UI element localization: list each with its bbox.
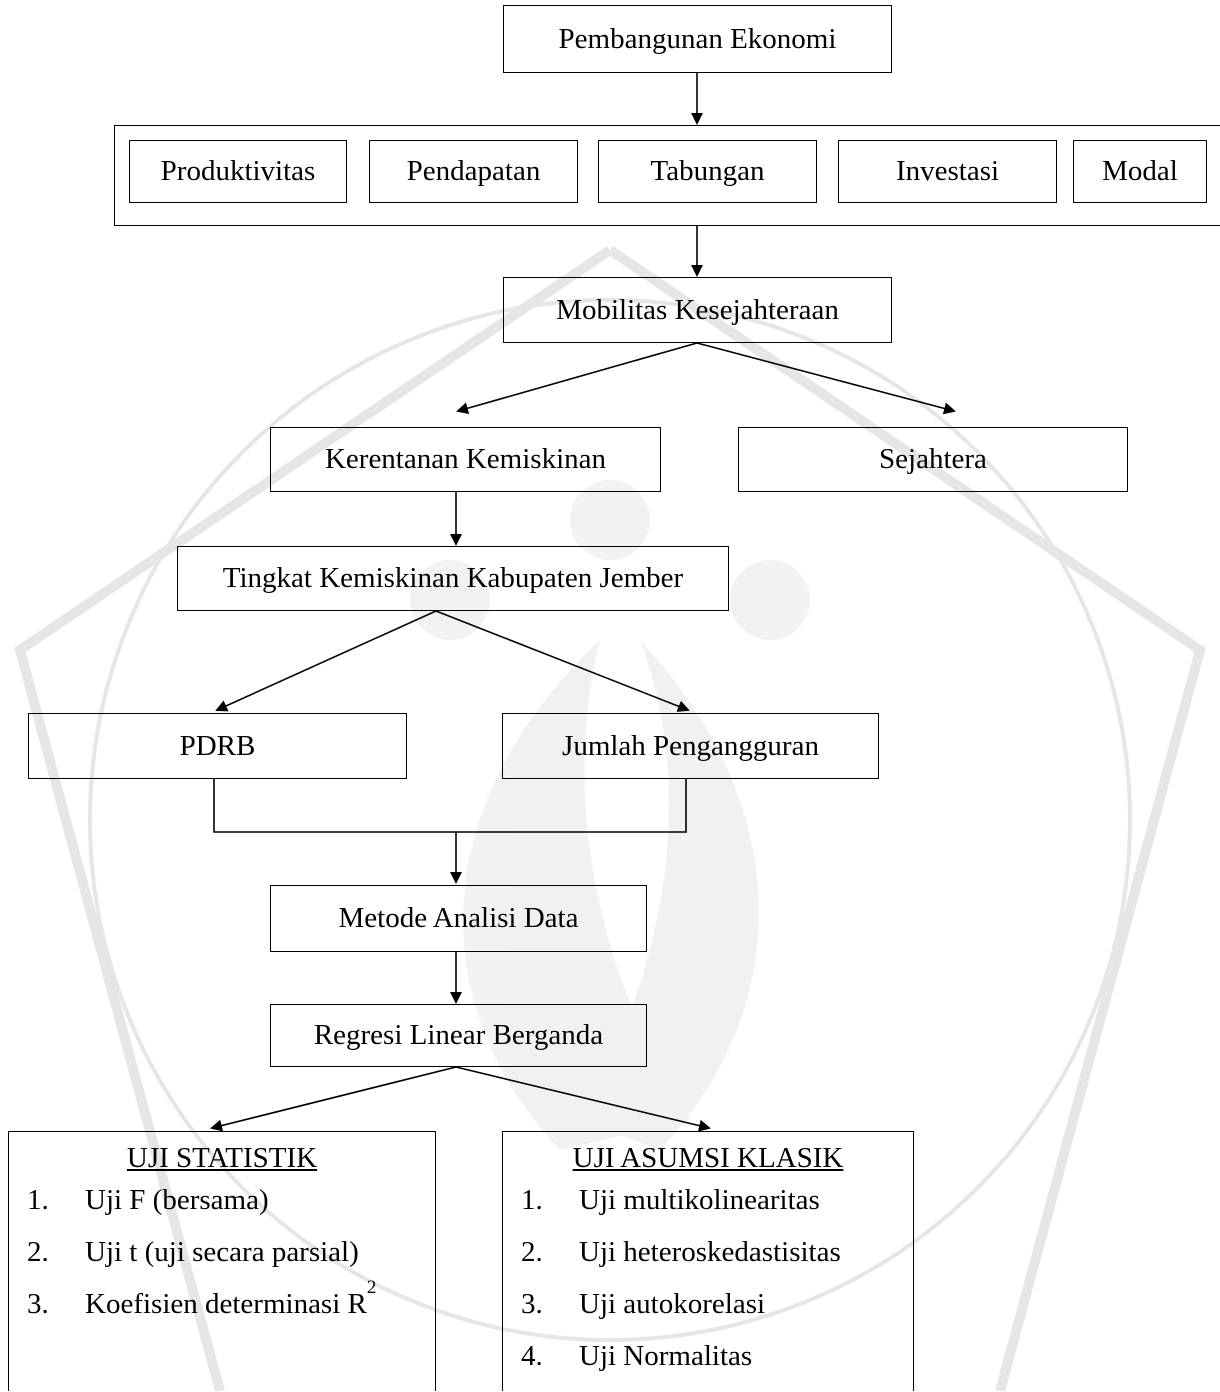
list-item: 2.Uji heteroskedastisitas: [521, 1236, 841, 1268]
poverty-level-label: Tingkat Kemiskinan Kabupaten Jember: [222, 562, 684, 594]
factor-capital-label: Modal: [1102, 155, 1178, 187]
list-item: 1.Uji multikolinearitas: [521, 1184, 820, 1216]
factor-investment-label: Investasi: [895, 155, 1000, 187]
statistical-test-list: 1.Uji F (bersama) 2.Uji t (uji secara pa…: [27, 1184, 376, 1340]
list-item: 4.Uji Normalitas: [521, 1340, 753, 1372]
poverty-vulnerability-box: Kerentanan Kemiskinan: [270, 427, 661, 492]
pdrb-label: PDRB: [179, 729, 256, 762]
analysis-method-box: Metode Analisi Data: [270, 885, 647, 952]
unemployment-box: Jumlah Pengangguran: [502, 713, 879, 779]
economic-development-label: Pembangunan Ekonomi: [558, 22, 837, 55]
classic-assumption-title: UJI ASUMSI KLASIK: [572, 1142, 844, 1174]
regression-box: Regresi Linear Berganda: [270, 1004, 647, 1067]
welfare-mobility-box: Mobilitas Kesejahteraan: [503, 277, 892, 343]
prosperous-box: Sejahtera: [738, 427, 1128, 492]
regression-label: Regresi Linear Berganda: [313, 1019, 604, 1051]
factors-group: [114, 125, 1220, 226]
classic-assumption-panel: UJI ASUMSI KLASIK 1.Uji multikolinearita…: [502, 1131, 914, 1391]
factor-savings-label: Tabungan: [650, 155, 765, 187]
factor-investment-box: Investasi: [838, 140, 1057, 203]
statistical-test-panel: UJI STATISTIK 1.Uji F (bersama) 2.Uji t …: [8, 1131, 436, 1391]
poverty-level-box: Tingkat Kemiskinan Kabupaten Jember: [177, 546, 729, 611]
factor-income-label: Pendapatan: [406, 155, 541, 187]
unemployment-label: Jumlah Pengangguran: [562, 729, 819, 762]
economic-development-box: Pembangunan Ekonomi: [503, 5, 892, 73]
statistical-test-title: UJI STATISTIK: [126, 1142, 318, 1174]
analysis-method-label: Metode Analisi Data: [338, 902, 579, 934]
factor-capital-box: Modal: [1073, 140, 1207, 203]
list-item: 3.Uji autokorelasi: [521, 1288, 766, 1320]
factor-productivity-label: Produktivitas: [160, 155, 316, 187]
factor-savings-box: Tabungan: [598, 140, 817, 203]
pdrb-box: PDRB: [28, 713, 407, 779]
classic-assumption-list: 1.Uji multikolinearitas 2.Uji heterosked…: [521, 1184, 841, 1392]
poverty-vulnerability-label: Kerentanan Kemiskinan: [324, 443, 607, 475]
welfare-mobility-label: Mobilitas Kesejahteraan: [556, 293, 839, 326]
list-item: 1.Uji F (bersama): [27, 1184, 269, 1216]
list-item: 2.Uji t (uji secara parsial): [27, 1236, 359, 1268]
factor-productivity-box: Produktivitas: [129, 140, 347, 203]
factor-income-box: Pendapatan: [369, 140, 578, 203]
prosperous-label: Sejahtera: [879, 443, 987, 475]
